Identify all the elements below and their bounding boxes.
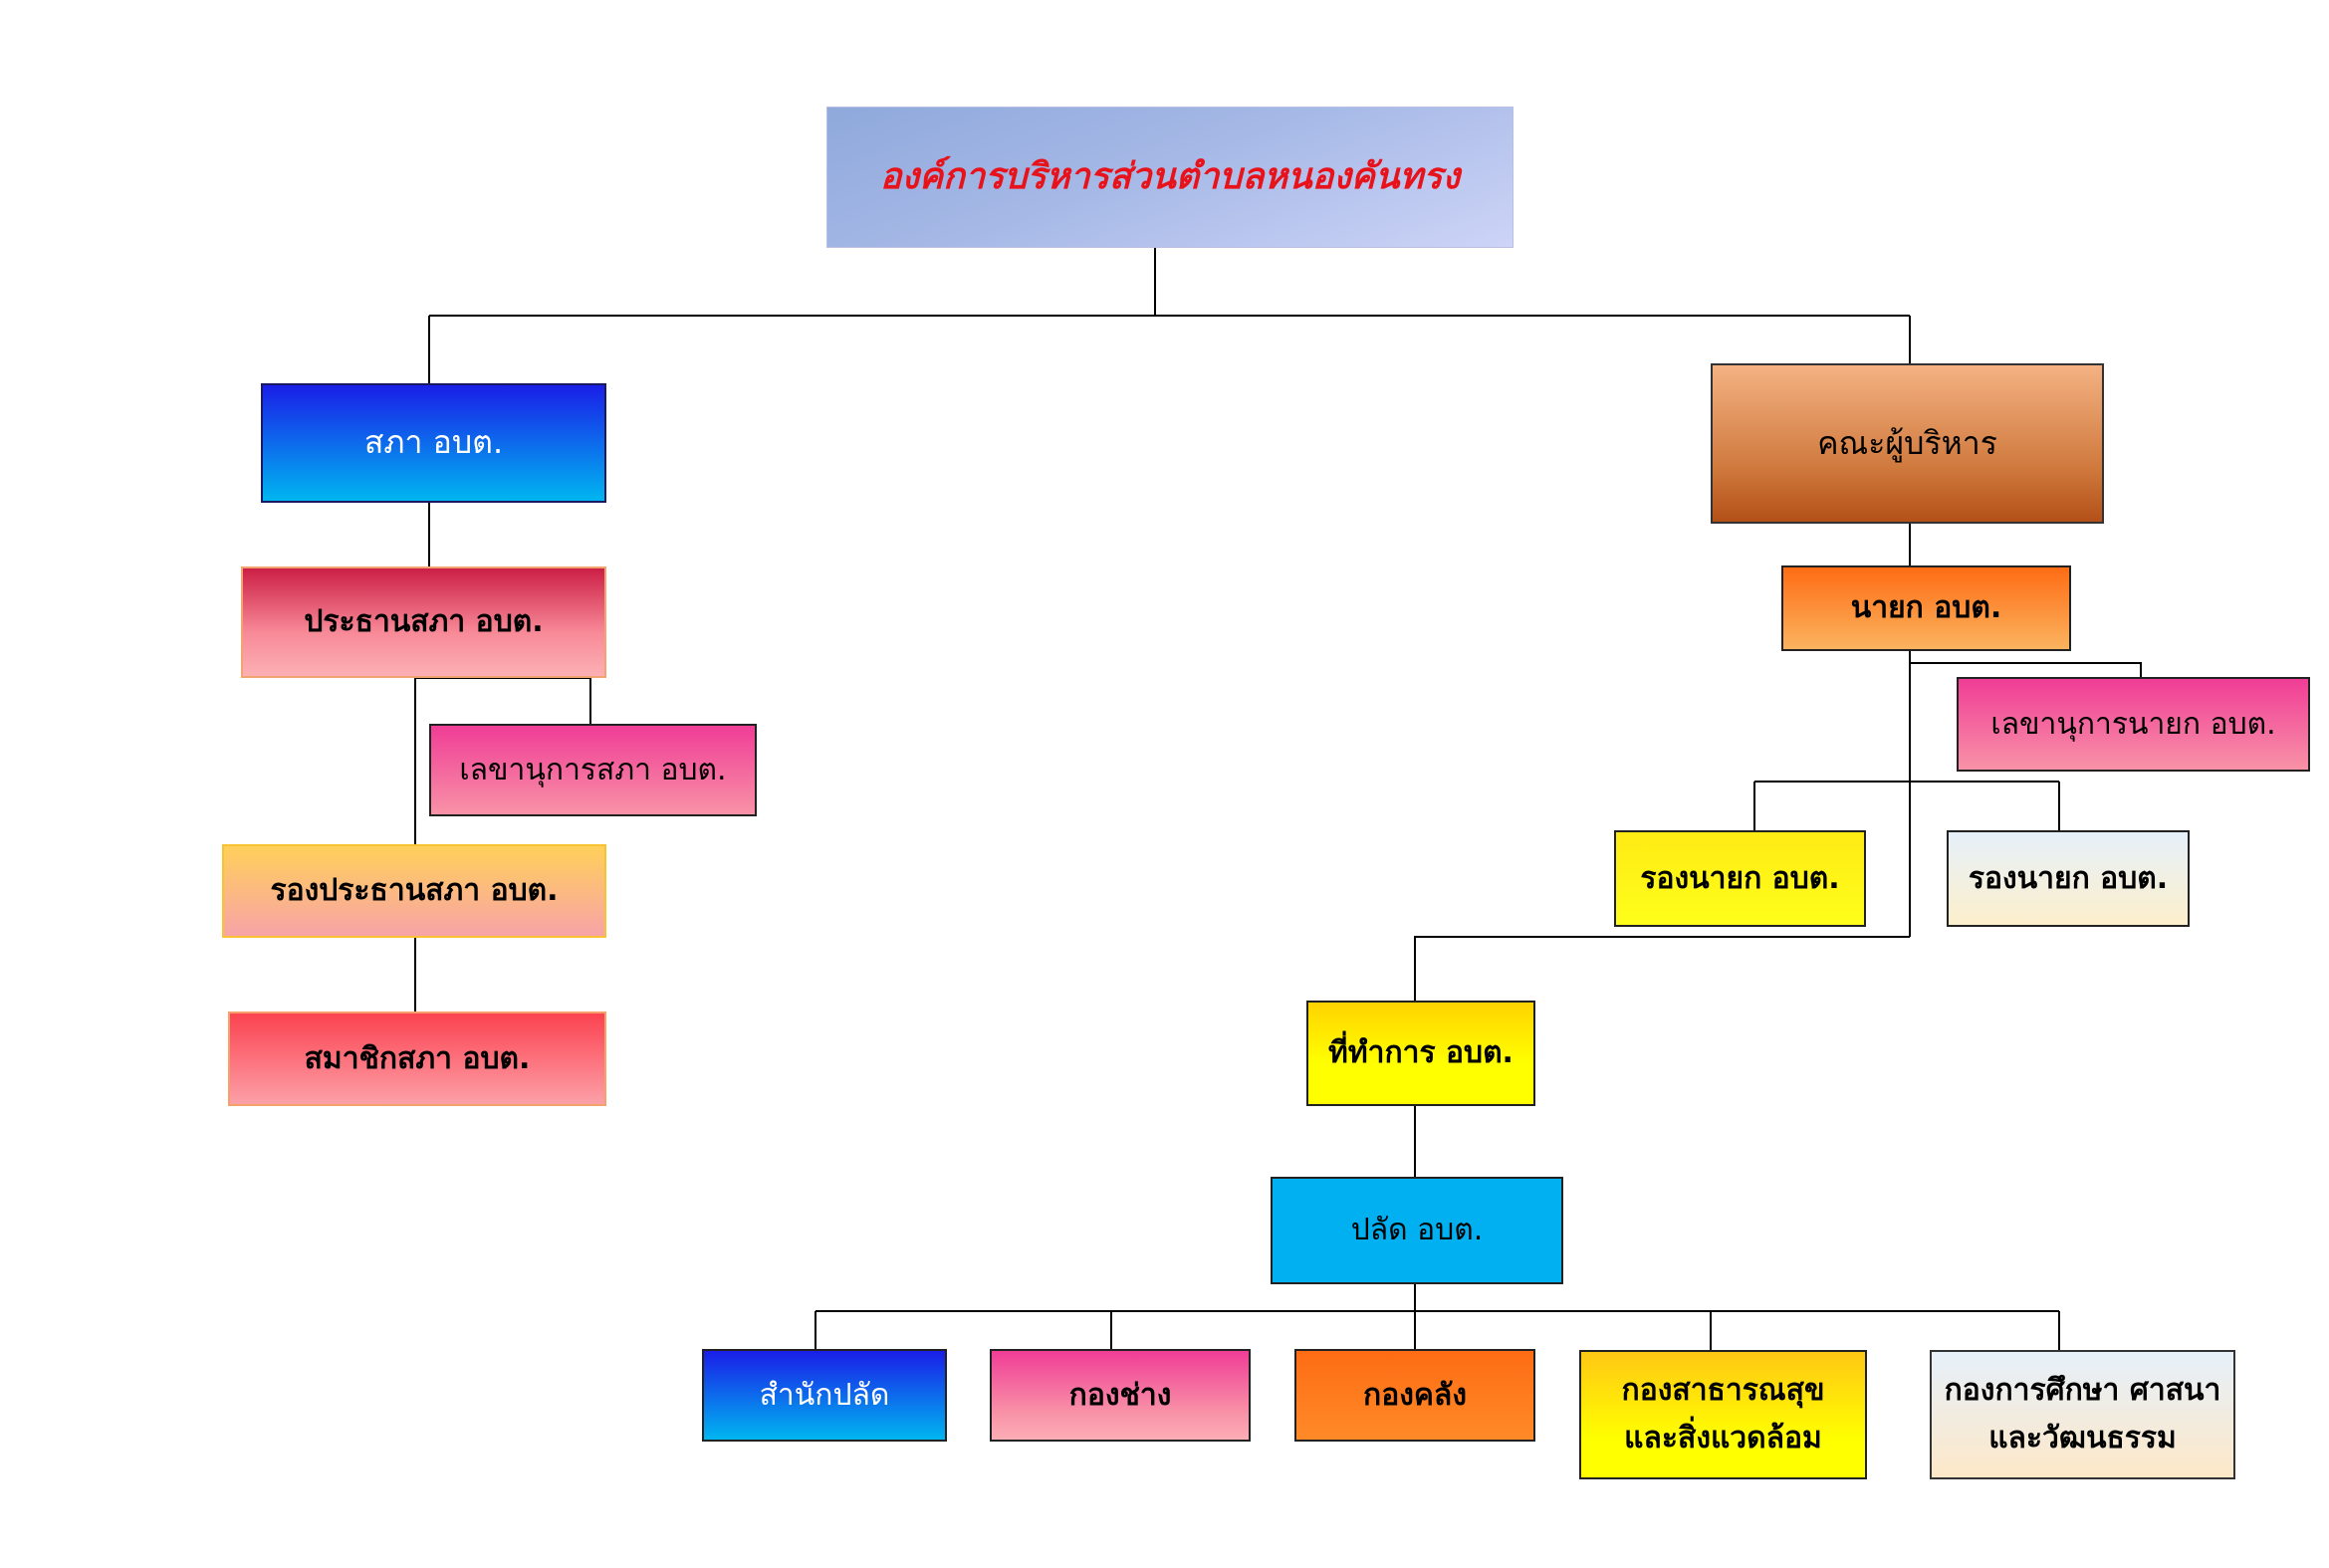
node-nayok: นายก อบต. <box>1781 565 2071 651</box>
node-samnak-palat-label: สำนักปลัด <box>759 1377 890 1413</box>
node-kong-satharanasuk: กองสาธารณสุข และสิ่งแวดล้อม <box>1579 1350 1867 1479</box>
node-kong-kansuksa: กองการศึกษา ศาสนา และวัฒนธรรม <box>1930 1350 2235 1479</box>
node-rong-nayok-1: รองนายก อบต. <box>1614 830 1866 927</box>
node-samachik-sapha-label: สมาชิกสภา อบต. <box>304 1040 531 1076</box>
node-rong-prathan-sapha: รองประธานสภา อบต. <box>222 844 606 938</box>
node-lekha-nayok-label: เลขานุการนายก อบต. <box>1990 706 2276 742</box>
connector-divisions <box>815 1284 2060 1350</box>
node-samnak-palat: สำนักปลัด <box>702 1349 947 1442</box>
connector-office <box>1414 936 1910 1177</box>
node-thitham-kan: ที่ทำการ อบต. <box>1306 1001 1535 1106</box>
node-kong-kansuksa-label: กองการศึกษา ศาสนา และวัฒนธรรม <box>1944 1373 2221 1456</box>
node-lekha-sapha-label: เลขานุการสภา อบต. <box>459 752 727 787</box>
node-rong-nayok-2: รองนายก อบต. <box>1947 830 2190 927</box>
node-kong-khlang-label: กองคลัง <box>1363 1377 1467 1413</box>
node-rong-nayok-2-label: รองนายก อบต. <box>1968 860 2169 896</box>
node-thitham-kan-label: ที่ทำการ อบต. <box>1328 1035 1514 1070</box>
node-khana-phuborihan: คณะผู้บริหาร <box>1711 363 2104 524</box>
node-lekha-sapha: เลขานุการสภา อบต. <box>429 724 757 816</box>
node-prathan-sapha: ประธานสภา อบต. <box>241 566 606 678</box>
organization-title: องค์การบริหารส่วนตำบลหนองคันทรง <box>879 155 1461 198</box>
node-rong-nayok-1-label: รองนายก อบต. <box>1640 860 1840 896</box>
node-kong-satharanasuk-label: กองสาธารณสุข และสิ่งแวดล้อม <box>1621 1373 1825 1456</box>
node-palat-label: ปลัด อบต. <box>1350 1213 1484 1247</box>
node-prathan-sapha-label: ประธานสภา อบต. <box>304 604 544 639</box>
connector-title-bus <box>428 248 1911 383</box>
node-kong-chang-label: กองช่าง <box>1068 1377 1172 1413</box>
node-sapha: สภา อบต. <box>261 383 606 503</box>
node-khana-phuborihan-label: คณะผู้บริหาร <box>1817 423 1997 462</box>
node-kong-chang: กองช่าง <box>990 1349 1251 1442</box>
organization-title-box: องค์การบริหารส่วนตำบลหนองคันทรง <box>826 107 1514 248</box>
connector-deputies <box>1753 781 2060 830</box>
node-samachik-sapha: สมาชิกสภา อบต. <box>228 1011 606 1106</box>
connector-executive <box>1909 524 2142 937</box>
node-palat: ปลัด อบต. <box>1271 1177 1563 1284</box>
node-rong-prathan-sapha-label: รองประธานสภา อบต. <box>270 873 559 908</box>
connector-council <box>414 503 591 1011</box>
node-nayok-label: นายก อบต. <box>1850 590 2002 625</box>
node-lekha-nayok: เลขานุการนายก อบต. <box>1957 677 2310 772</box>
node-kong-khlang: กองคลัง <box>1294 1349 1535 1442</box>
node-sapha-label: สภา อบต. <box>363 423 504 462</box>
